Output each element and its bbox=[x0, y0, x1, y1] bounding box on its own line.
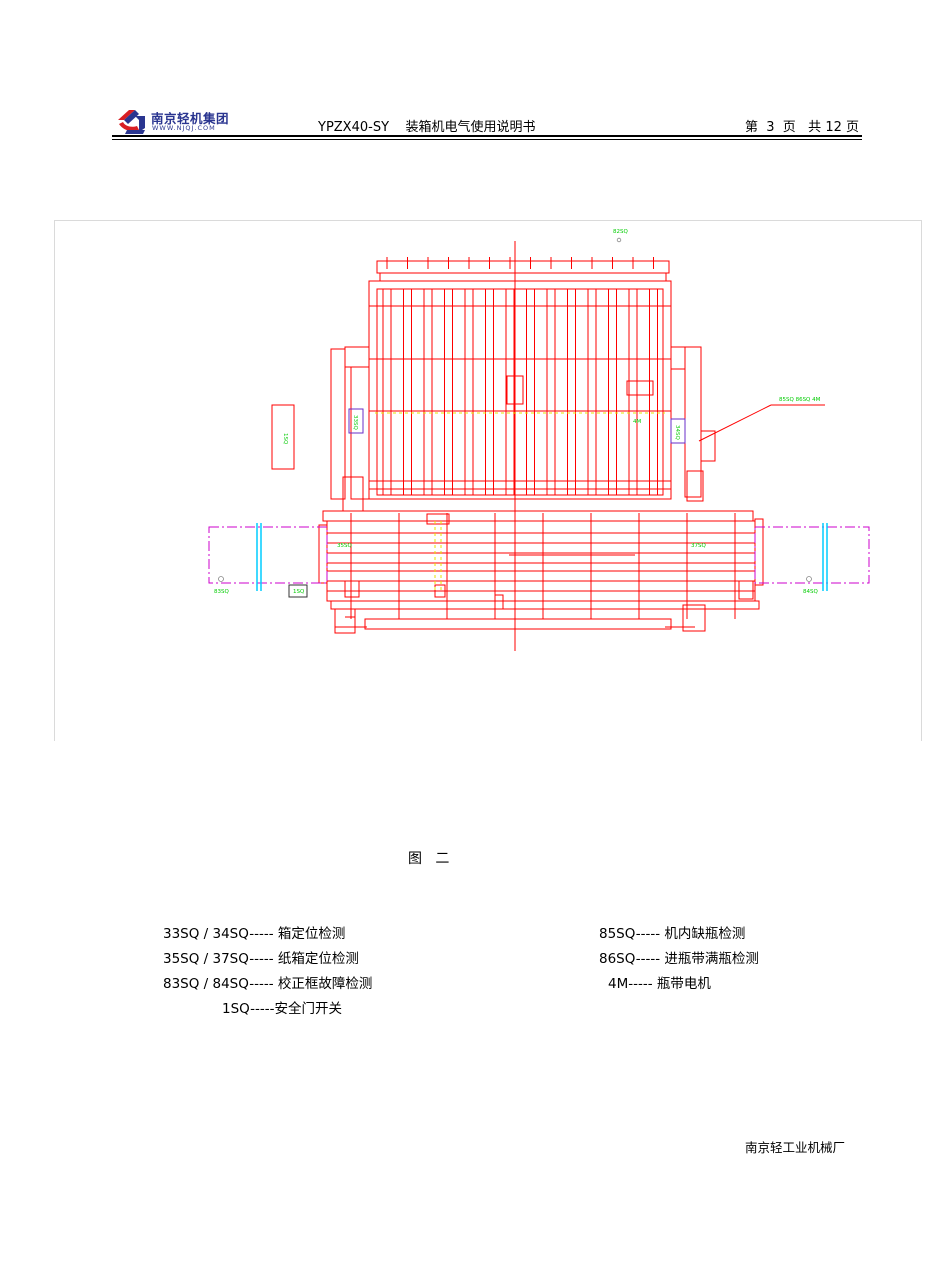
label-bottom-right: 84SQ bbox=[803, 589, 818, 595]
logo-name: 南京轻机集团 bbox=[151, 111, 230, 126]
divider-plate bbox=[444, 288, 453, 496]
label-left-rect: 1SQ bbox=[282, 433, 288, 445]
legend-text: 箱定位检测 bbox=[273, 926, 346, 942]
small-box bbox=[288, 584, 308, 598]
legend-text: 进瓶带满瓶检测 bbox=[660, 951, 759, 967]
divider-plate bbox=[423, 288, 433, 496]
legend-left-4: 1SQ-----安全门开关 bbox=[222, 997, 342, 1017]
label-right-box: 34SQ bbox=[674, 425, 680, 440]
legend-left-3: 83SQ / 84SQ----- 校正框故障检测 bbox=[163, 972, 372, 992]
right-sensor-box bbox=[670, 418, 686, 444]
divider-plate bbox=[649, 288, 658, 496]
logo-url: WWW.NJQJ.COM bbox=[152, 124, 216, 132]
label-callout: 85SQ 86SQ 4M bbox=[779, 397, 821, 403]
label-top: 82SQ bbox=[613, 229, 628, 235]
legend-code: 33SQ / 34SQ----- bbox=[163, 926, 274, 942]
conveyor-top-rail bbox=[322, 510, 754, 522]
company-logo-icon bbox=[118, 110, 145, 134]
legend-code: 35SQ / 37SQ----- bbox=[163, 951, 274, 967]
legend-text: 瓶带电机 bbox=[652, 976, 711, 992]
page-number: 第 3 页 共 12 页 bbox=[744, 120, 859, 135]
label-center: 4M bbox=[633, 419, 641, 425]
divider-plate bbox=[382, 288, 392, 496]
machine-drawing: 82SQ 85SQ 86SQ 4M 83SQ 84SQ 35SQ 37SQ 4M… bbox=[54, 220, 922, 741]
footer-company: 南京轻工业机械厂 bbox=[745, 1140, 846, 1155]
header-rule-thick bbox=[112, 135, 862, 137]
legend-code: 83SQ / 84SQ----- bbox=[163, 976, 274, 992]
legend-text: 安全门开关 bbox=[274, 1001, 343, 1017]
legend-left-1: 33SQ / 34SQ----- 箱定位检测 bbox=[163, 922, 345, 942]
label-left-mid: 35SQ bbox=[337, 543, 352, 549]
right-guide bbox=[754, 526, 870, 584]
frame-inner bbox=[376, 288, 664, 496]
page-header: 南京轻机集团 WWW.NJQJ.COM YPZX40-SY 装箱机电气使用说明书… bbox=[112, 104, 862, 138]
legend-right-3: 4M----- 瓶带电机 bbox=[608, 972, 711, 992]
left-guide bbox=[208, 526, 328, 584]
safety-door-rect bbox=[271, 404, 295, 470]
header-rule-thin bbox=[112, 138, 862, 140]
divider-plate bbox=[628, 288, 638, 496]
left-cylinder bbox=[330, 348, 346, 500]
label-right-mid: 37SQ bbox=[691, 543, 706, 549]
company-logo: 南京轻机集团 WWW.NJQJ.COM bbox=[115, 106, 235, 136]
legend-left-2: 35SQ / 37SQ----- 纸箱定位检测 bbox=[163, 947, 359, 967]
legend-code: 1SQ----- bbox=[222, 1001, 275, 1017]
divider-plate bbox=[546, 288, 556, 496]
label-bottom-left: 83SQ bbox=[214, 589, 229, 595]
legend-right-2: 86SQ----- 进瓶带满瓶检测 bbox=[599, 947, 759, 967]
legend-code: 4M----- bbox=[608, 976, 653, 992]
conveyor-bottom-rail bbox=[364, 618, 672, 630]
divider-plate bbox=[567, 288, 576, 496]
divider-plate bbox=[464, 288, 474, 496]
frame-top-bar bbox=[376, 260, 670, 274]
divider-plate bbox=[403, 288, 412, 496]
legend-right-1: 85SQ----- 机内缺瓶检测 bbox=[599, 922, 745, 942]
legend-text: 纸箱定位检测 bbox=[273, 951, 359, 967]
legend-code: 85SQ----- bbox=[599, 926, 661, 942]
cad-drawing: 82SQ 85SQ 86SQ 4M 83SQ 84SQ 35SQ 37SQ 4M… bbox=[208, 229, 870, 651]
legend-code: 86SQ----- bbox=[599, 951, 661, 967]
document-title: YPZX40-SY 装箱机电气使用说明书 bbox=[318, 120, 536, 135]
label-left-box: 33SQ bbox=[352, 415, 358, 430]
frame-body bbox=[368, 280, 672, 500]
frame-top-bar-2 bbox=[379, 272, 667, 282]
label-small-box: 1SQ bbox=[293, 589, 305, 595]
legend-text: 机内缺瓶检测 bbox=[660, 926, 746, 942]
divider-plate bbox=[587, 288, 597, 496]
divider-plate bbox=[608, 288, 617, 496]
divider-plate bbox=[526, 288, 535, 496]
divider-plate bbox=[485, 288, 494, 496]
divider-plate bbox=[505, 288, 515, 496]
figure-caption: 图 二 bbox=[408, 851, 450, 867]
left-sensor-box bbox=[348, 408, 364, 434]
legend-text: 校正框故障检测 bbox=[273, 976, 373, 992]
